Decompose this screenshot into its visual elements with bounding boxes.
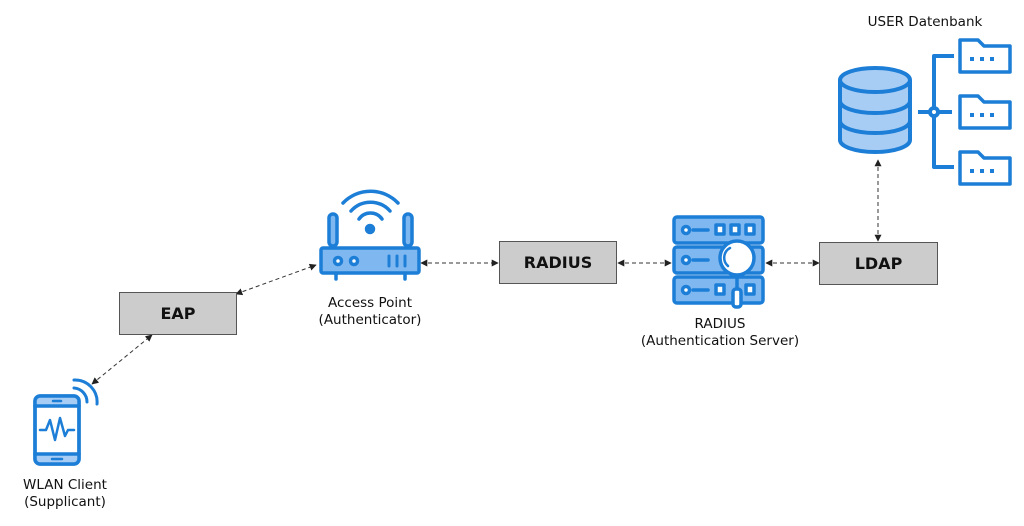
folder-icon <box>958 94 1012 130</box>
client-label-line2: (Supplicant) <box>24 494 106 510</box>
connector-eap-ap <box>235 263 317 296</box>
folder-icon <box>958 38 1012 74</box>
ldap-box: LDAP <box>819 242 938 285</box>
ldap-label: LDAP <box>854 254 903 273</box>
access-point-label-line1: Access Point <box>327 295 413 311</box>
folder-icon <box>958 150 1012 186</box>
client-label-line1: WLAN Client <box>23 477 107 493</box>
smartphone-icon <box>33 378 99 466</box>
folder-tree <box>918 54 954 169</box>
eap-label: EAP <box>160 304 196 323</box>
database-icon <box>838 66 912 154</box>
radius-protocol-box: RADIUS <box>499 241 617 284</box>
radius-server-label: RADIUS (Authentication Server) <box>610 316 830 350</box>
radius-server-label-line2: (Authentication Server) <box>640 333 800 349</box>
wifi-router-icon <box>319 189 421 281</box>
server-search-icon <box>672 215 765 309</box>
access-point-label-line2: (Authenticator) <box>318 312 422 328</box>
access-point-label: Access Point (Authenticator) <box>300 295 440 329</box>
connector-client-eap <box>91 334 153 385</box>
client-label: WLAN Client (Supplicant) <box>0 477 130 511</box>
user-db-title-text: USER Datenbank <box>867 14 983 30</box>
radius-server-label-line1: RADIUS <box>694 316 746 332</box>
eap-box: EAP <box>119 292 237 335</box>
user-db-title: USER Datenbank <box>840 14 1010 31</box>
radius-protocol-label: RADIUS <box>523 253 593 272</box>
